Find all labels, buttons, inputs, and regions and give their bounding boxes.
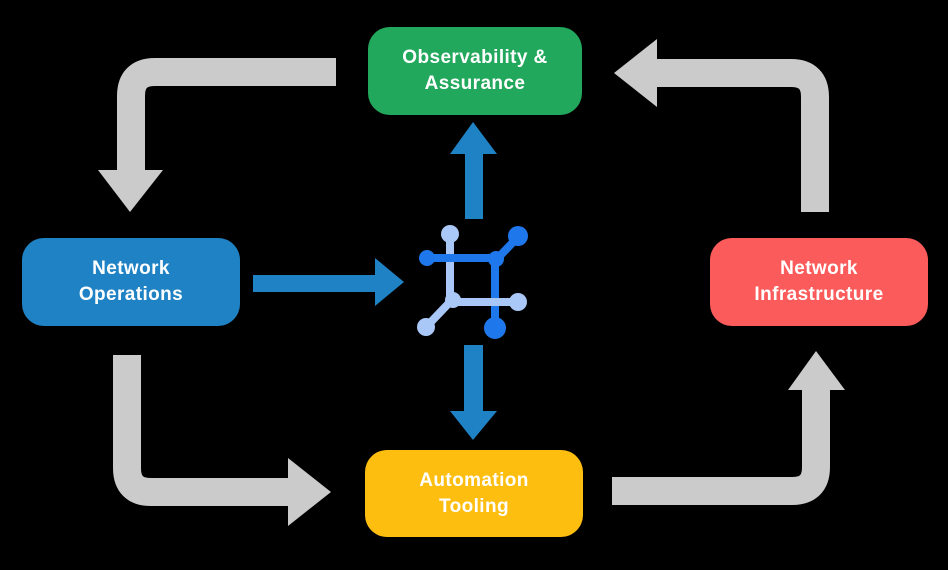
node-label-line: Operations <box>78 284 184 305</box>
node-network-infrastructure: Network Infrastructure <box>710 238 928 326</box>
node-label-line: Tooling <box>439 495 509 517</box>
arrow-operations-to-center <box>253 258 404 306</box>
cycle-arrow-operations-to-automation <box>113 355 331 526</box>
node-label-line: Automation <box>419 469 529 491</box>
node-network-operations: Network Operations <box>22 238 240 326</box>
cycle-arrow-automation-to-infrastructure <box>612 351 845 505</box>
network-mesh-icon <box>417 225 528 339</box>
arrow-center-to-observability <box>450 122 497 219</box>
node-label-line: Network <box>92 258 170 279</box>
node-label-line: Assurance <box>424 73 526 94</box>
node-label-line: Infrastructure <box>754 284 884 305</box>
node-label-line: Observability & <box>402 47 548 68</box>
arrow-center-to-automation <box>450 345 497 440</box>
node-automation-tooling: Automation Tooling <box>365 450 583 537</box>
cycle-arrow-infrastructure-to-observability <box>614 39 829 212</box>
node-observability-assurance: Observability & Assurance <box>368 27 582 115</box>
cycle-arrow-observability-to-operations <box>98 58 336 212</box>
node-label-line: Network <box>780 258 858 279</box>
